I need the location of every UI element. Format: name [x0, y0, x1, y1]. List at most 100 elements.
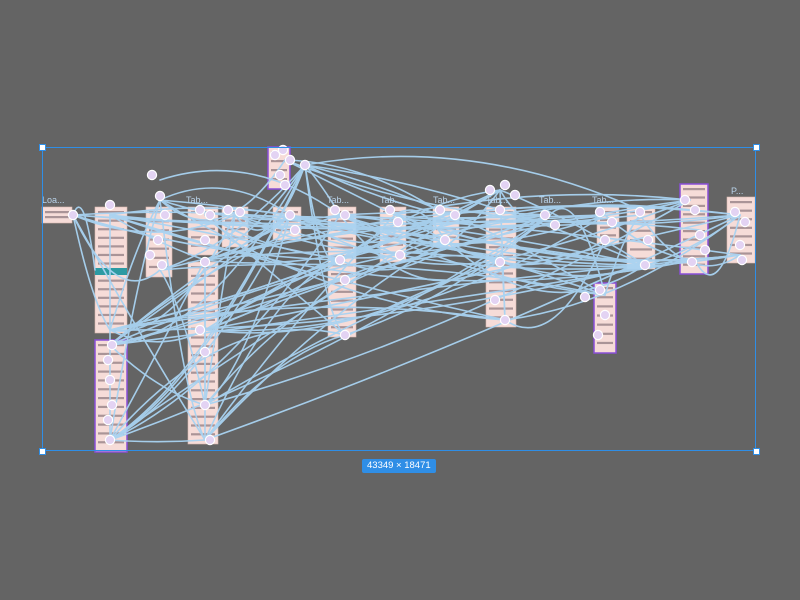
- screen-content-row: [191, 318, 215, 321]
- hotspot-marker: [199, 346, 211, 358]
- screen-frames: [41, 146, 756, 453]
- screen-content-row: [191, 345, 215, 348]
- hotspot-marker: [284, 209, 296, 221]
- frame-label-tab[interactable]: Tab...: [592, 195, 615, 205]
- prototype-connection: [159, 199, 206, 441]
- hotspot-marker: [694, 229, 706, 241]
- hotspot-marker: [269, 149, 281, 161]
- screen-content-row: [98, 397, 124, 400]
- prototype-connection: [109, 328, 346, 441]
- screen-content-row: [630, 257, 652, 260]
- frame-label-tab[interactable]: Tab...: [327, 195, 350, 205]
- hotspot-marker: [274, 169, 286, 181]
- hotspot-marker: [729, 206, 741, 218]
- screen-content-row: [383, 235, 403, 238]
- screen-content-row: [98, 279, 124, 282]
- frame-label-tab[interactable]: Tab...: [186, 195, 209, 205]
- frame-label-load[interactable]: Loa...: [42, 195, 65, 205]
- prototype-connection: [234, 214, 551, 254]
- hotspot-marker: [106, 399, 118, 411]
- screen-content-row: [600, 226, 616, 229]
- screen-content-row: [331, 219, 353, 223]
- prototype-connection: [72, 211, 446, 241]
- hotspot-marker: [154, 190, 166, 202]
- screen-content-row: [149, 247, 169, 250]
- resize-handle-top-right[interactable]: [753, 144, 760, 151]
- screen-content-row: [225, 228, 245, 231]
- screen-content-row: [489, 298, 513, 301]
- screen-content-row: [191, 336, 215, 339]
- screen-content-row: [98, 352, 124, 356]
- resize-handle-bottom-right[interactable]: [753, 448, 760, 455]
- screen-content-row: [597, 341, 613, 345]
- hotspot-marker: [199, 234, 211, 246]
- prototype-connection: [444, 239, 606, 266]
- prototype-connection: [109, 164, 306, 346]
- hotspot-marker: [104, 374, 116, 386]
- screen-content-row: [331, 290, 353, 293]
- screen-content-row: [683, 196, 705, 199]
- screen-content-row: [331, 299, 353, 302]
- screen-content-row: [730, 252, 752, 255]
- hotspot-marker: [634, 206, 646, 218]
- screen-content-row: [331, 237, 353, 240]
- hotspot-marker: [686, 256, 698, 268]
- hotspot-marker: [484, 184, 496, 196]
- prototype-connection: [204, 214, 741, 331]
- screen-content-row: [271, 160, 287, 163]
- hotspot-marker: [194, 324, 206, 336]
- prototype-connection: [109, 259, 696, 346]
- hotspot-marker: [639, 259, 651, 271]
- selection-size-badge: 43349 × 18471: [362, 459, 436, 473]
- hotspot-marker: [434, 204, 446, 216]
- prototype-connection: [204, 259, 341, 331]
- prototype-connection: [109, 214, 291, 441]
- hotspot-marker: [509, 189, 521, 201]
- prototype-connection: [204, 214, 741, 441]
- hotspot-marker: [439, 234, 451, 246]
- resize-handle-bottom-left[interactable]: [39, 448, 46, 455]
- screen-content-row: [331, 246, 353, 249]
- hotspot-marker: [159, 209, 171, 221]
- prototype-connection: [339, 211, 551, 216]
- hotspot-marker: [392, 216, 404, 228]
- hotspot-marker: [156, 259, 168, 271]
- screen-content-row: [730, 201, 752, 204]
- frame-label-tab[interactable]: Tab...: [539, 195, 562, 205]
- resize-handle-top-left[interactable]: [39, 144, 46, 151]
- prototype-connection: [499, 199, 691, 261]
- prototype-connection: [159, 187, 291, 216]
- screen-content-row: [600, 234, 616, 237]
- hotspot-marker: [284, 154, 296, 166]
- screen-content-row: [98, 423, 124, 426]
- screen-content-row: [489, 272, 513, 275]
- frame-label-tab[interactable]: Tab...: [380, 195, 403, 205]
- hotspot-marker: [199, 399, 211, 411]
- prototype-connection: [204, 204, 691, 331]
- screen-content-row: [730, 235, 752, 238]
- frame-label-p[interactable]: P...: [731, 186, 744, 196]
- hotspot-marker: [339, 209, 351, 221]
- hotspot-marker: [539, 209, 551, 221]
- screen-content-row: [489, 307, 513, 310]
- hotspot-marker: [642, 234, 654, 246]
- prototype-connection: [304, 164, 646, 266]
- screen-content-row: [630, 248, 652, 251]
- hotspot-marker: [277, 144, 289, 156]
- hotspot-marker: [579, 291, 591, 303]
- frame-label-tab[interactable]: Tab...: [433, 195, 456, 205]
- prototype-connection: [109, 214, 291, 346]
- screen-content-row: [597, 332, 613, 335]
- prototype-connections: [72, 155, 741, 443]
- prototype-connection: [694, 214, 741, 276]
- prototype-connection: [204, 239, 446, 441]
- screen-content-row: [191, 283, 215, 286]
- frame-label-tab[interactable]: Tab...: [486, 195, 509, 205]
- prototype-connection: [159, 159, 286, 221]
- hotspot-marker: [679, 194, 691, 206]
- hotspot-markers: [67, 144, 751, 446]
- hotspot-marker: [222, 204, 234, 216]
- prototype-connection: [204, 334, 346, 441]
- hotspot-marker: [334, 254, 346, 266]
